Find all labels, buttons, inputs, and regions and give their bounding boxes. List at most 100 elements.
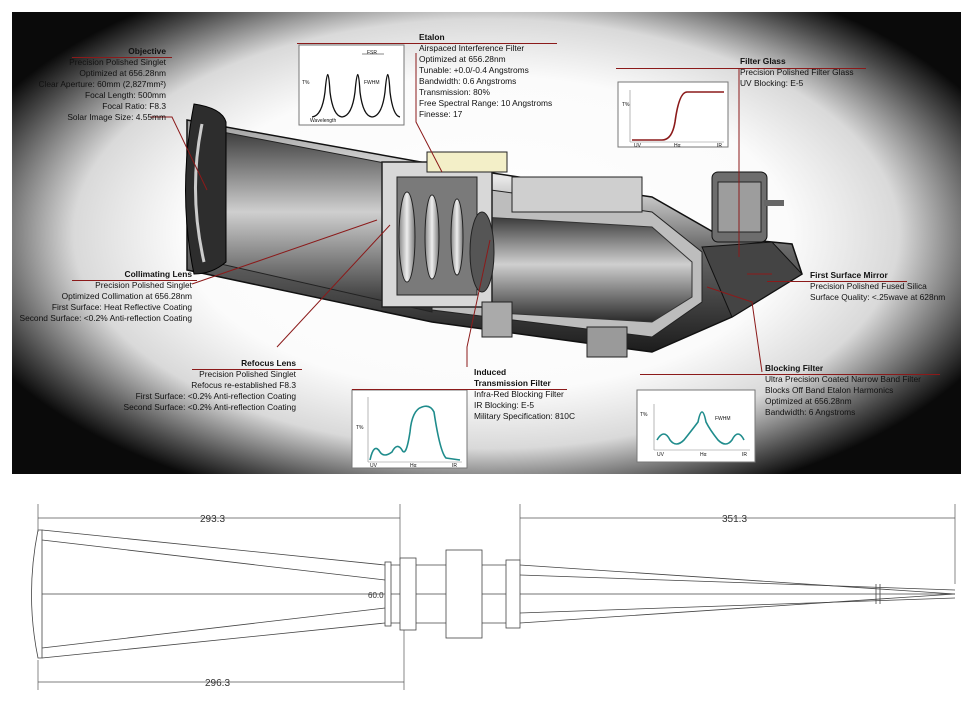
etalon-line: Airspaced Interference Filter — [419, 43, 525, 53]
refocus-line: First Surface: <0.2% Anti-reflection Coa… — [135, 391, 296, 401]
etalon-line: Free Spectral Range: 10 Angstroms — [419, 98, 553, 108]
refocus-underline — [192, 369, 302, 370]
filter-glass-underline — [616, 68, 866, 69]
induced-graph-pct: T% — [356, 425, 364, 431]
dim-objective-to-etalon: 293.3 — [200, 514, 225, 525]
induced-filter-callout: Induced Transmission Filter Infra-Red Bl… — [474, 367, 575, 422]
etalon-line: Transmission: 80% — [419, 87, 490, 97]
dim-objective-to-collimator: 296.3 — [205, 678, 230, 689]
filter-glass-callout: Filter Glass Precision Polished Filter G… — [740, 56, 854, 89]
layout-ray — [41, 607, 386, 649]
layout-collimating-lens — [384, 561, 392, 627]
first-mirror-underline — [767, 281, 907, 282]
first-mirror-line: Precision Polished Fused Silica — [810, 281, 927, 291]
etalon-line: Bandwidth: 0.6 Angstroms — [419, 76, 517, 86]
filter-glass-title: Filter Glass — [740, 56, 786, 66]
dim-aperture: 60.0 — [368, 591, 384, 600]
layout-objective-lens — [31, 529, 43, 659]
induced-line: IR Blocking: E-5 — [474, 400, 535, 410]
blocking-title: Blocking Filter — [765, 363, 824, 373]
filter-graph-ir: IR — [717, 143, 722, 149]
objective-line: Clear Aperture: 60mm (2,827mm²) — [38, 79, 166, 89]
blocking-graph-uv: UV — [657, 452, 664, 458]
collimating-title: Collimating Lens — [124, 269, 192, 279]
objective-line: Solar Image Size: 4.55mm — [67, 112, 166, 122]
collimating-line: Second Surface: <0.2% Anti-reflection Co… — [19, 313, 193, 323]
layout-ray — [41, 539, 386, 581]
blocking-graph-fwhm: FWHM — [715, 416, 731, 422]
induced-underline — [352, 389, 567, 390]
objective-line: Focal Ratio: F8.3 — [102, 101, 166, 111]
blocking-graph-ir: IR — [742, 452, 747, 458]
etalon-line: Finesse: 17 — [419, 109, 463, 119]
filter-graph-ha: Hα — [674, 143, 681, 149]
blocking-underline — [640, 374, 940, 375]
dim-refocus-to-focus: 351.3 — [722, 514, 747, 525]
etalon-graph — [298, 44, 405, 126]
blocking-graph-pct: T% — [640, 412, 648, 418]
etalon-underline — [297, 43, 557, 44]
refocus-lens-callout: Refocus Lens Precision Polished Singlet … — [108, 358, 297, 413]
blocking-line: Optimized at 656.28nm — [765, 396, 852, 406]
etalon-graph-fsr: FSR — [367, 50, 377, 56]
induced-line: Infra-Red Blocking Filter — [474, 389, 564, 399]
induced-graph-ir: IR — [452, 463, 457, 469]
induced-title-1: Induced — [474, 367, 507, 377]
induced-filter-graph — [351, 389, 468, 469]
filter-graph-pct: T% — [622, 102, 630, 108]
etalon-line: Tunable: +0.0/-0.4 Angstroms — [419, 65, 529, 75]
layout-ray — [41, 529, 386, 566]
filter-glass-line: UV Blocking: E-5 — [740, 78, 804, 88]
layout-etalon-housing — [445, 549, 483, 639]
objective-line: Precision Polished Singlet — [69, 57, 166, 67]
refocus-line: Refocus re-established F8.3 — [191, 380, 296, 390]
etalon-line: Optimized at 656.28nm — [419, 54, 506, 64]
etalon-title: Etalon — [419, 32, 445, 42]
cutaway-drawing — [150, 44, 803, 469]
induced-graph-ha: Hα — [410, 463, 417, 469]
blocking-line: Ultra Precision Coated Narrow Band Filte… — [765, 374, 921, 384]
objective-title: Objective — [128, 46, 166, 56]
layout-etalon-plate — [399, 557, 417, 631]
collimating-line: Precision Polished Singlet — [95, 280, 192, 290]
telescope-tube — [186, 119, 803, 353]
collimating-lens-callout: Collimating Lens Precision Polished Sing… — [14, 269, 193, 324]
layout-ray — [41, 622, 386, 659]
etalon-housing — [381, 151, 643, 358]
diagonal-eyepiece — [701, 171, 803, 318]
blocking-line: Blocks Off Band Etalon Harmonics — [765, 385, 894, 395]
objective-callout: Objective Precision Polished Singlet Opt… — [32, 46, 166, 123]
optical-layout-svg: 293.3 351.3 296.3 60.0 — [31, 504, 956, 690]
objective-lens — [185, 103, 227, 275]
first-mirror-line: Surface Quality: <.25wave at 628nm — [810, 292, 946, 302]
blocking-graph-ha: Hα — [700, 452, 707, 458]
refocus-title: Refocus Lens — [241, 358, 296, 368]
etalon-graph-pct: T% — [302, 80, 310, 86]
filter-glass-line: Precision Polished Filter Glass — [740, 67, 854, 77]
refocus-line: Precision Polished Singlet — [199, 369, 296, 379]
induced-title-2: Transmission Filter — [474, 378, 551, 388]
blocking-line: Bandwidth: 6 Angstroms — [765, 407, 856, 417]
collimating-underline — [72, 280, 197, 281]
blocking-filter-graph — [636, 389, 756, 463]
layout-refocus-lens — [505, 559, 521, 629]
filter-glass-graph — [617, 81, 729, 148]
blocking-filter-callout: Blocking Filter Ultra Precision Coated N… — [765, 363, 921, 418]
first-mirror-title: First Surface Mirror — [810, 270, 888, 280]
etalon-graph-fwhm: FWHM — [364, 80, 380, 86]
leader-lines — [150, 53, 772, 373]
induced-line: Military Specification: 810C — [474, 411, 576, 421]
filter-graph-uv: UV — [634, 143, 641, 149]
objective-underline — [72, 57, 172, 58]
objective-line: Focal Length: 500mm — [84, 90, 166, 100]
objective-line: Optimized at 656.28nm — [79, 68, 166, 78]
first-surface-mirror-callout: First Surface Mirror Precision Polished … — [810, 270, 945, 303]
etalon-callout: Etalon Airspaced Interference Filter Opt… — [419, 32, 552, 120]
refocus-line: Second Surface: <0.2% Anti-reflection Co… — [123, 402, 297, 412]
telescope-cutaway-illustration: Objective Precision Polished Singlet Opt… — [12, 12, 961, 474]
induced-graph-uv: UV — [370, 463, 377, 469]
collimating-line: First Surface: Heat Reflective Coating — [51, 302, 192, 312]
etalon-graph-wavelength: Wavelength — [310, 118, 337, 124]
collimating-line: Optimized Collimation at 656.28nm — [61, 291, 192, 301]
optical-layout-drawing: 293.3 351.3 296.3 60.0 — [0, 480, 972, 702]
